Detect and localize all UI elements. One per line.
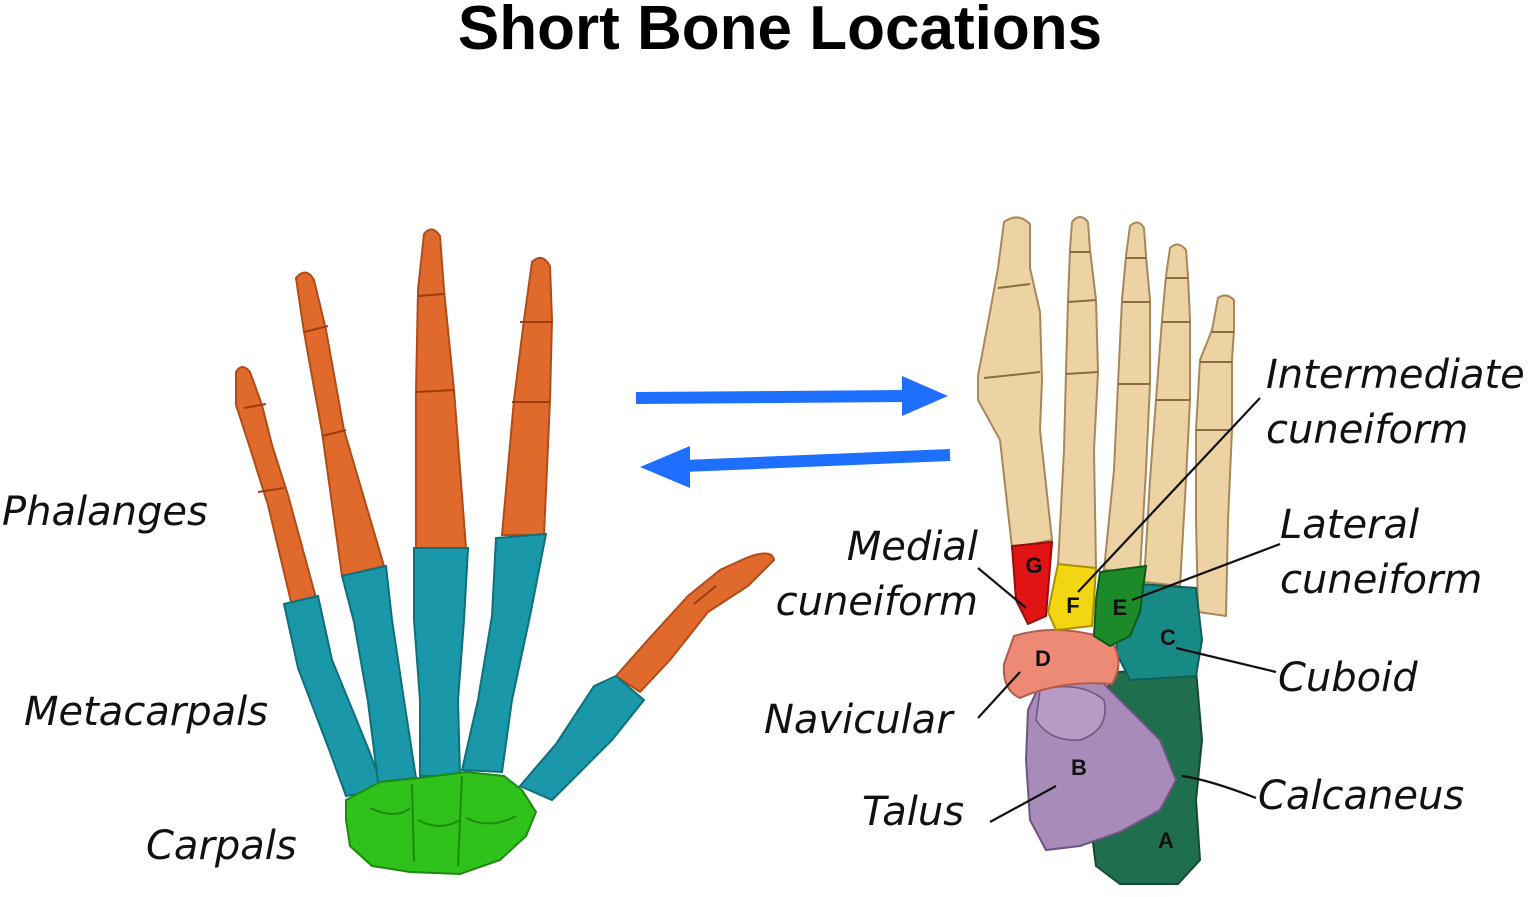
arrow-to-hand-shaft [683,449,951,472]
hand-metacarpals [282,532,646,802]
diagram-title: Short Bone Locations [457,0,1103,63]
metacarpal-3 [413,547,470,777]
leader-cuboid [1175,646,1277,674]
metacarpal-1 [518,674,646,802]
label-medial-cuneiform-line1: Medial [846,524,978,570]
leader-intermediate-cuneiform [1077,397,1261,593]
label-carpals: Carpals [146,823,297,869]
navicular-bone [1002,628,1120,700]
label-intermediate-cuneiform-line2: cuneiform [1266,407,1469,453]
label-cuboid: Cuboid [1278,655,1418,701]
talus-letter: B [1071,755,1087,780]
foot-toes-metatarsals [977,216,1235,618]
big-toe [977,216,1054,550]
label-lateral-cuneiform: Lateral cuneiform [1280,498,1482,608]
arrow-to-hand-head [640,446,690,488]
label-lateral-cuneiform-line2: cuneiform [1280,557,1483,603]
label-navicular: Navicular [764,697,953,743]
arrow-to-foot-head [902,376,948,416]
fourth-toe [1142,243,1191,588]
label-intermediate-cuneiform-line1: Intermediate [1266,352,1525,398]
arrow-to-foot-shaft [635,390,911,404]
thumb-phalanges [614,552,776,694]
leader-medial-cuneiform [977,567,1027,609]
label-talus: Talus [862,789,965,835]
leader-talus [989,785,1057,823]
carpal-bones [345,770,538,876]
metacarpal-2 [460,532,548,774]
middle-finger-phalanges [415,228,468,549]
label-phalanges: Phalanges [2,489,208,535]
double-arrow [635,376,951,488]
lateral-cuneiform-letter: E [1112,595,1128,620]
little-finger-phalanges [235,366,318,608]
leader-lateral-cuneiform [1131,542,1281,602]
medial-cuneiform-letter: G [1025,553,1043,578]
leader-lines [977,397,1281,823]
cuboid-letter: C [1160,625,1176,650]
label-intermediate-cuneiform: Intermediate cuneiform [1266,348,1525,458]
label-medial-cuneiform-line2: cuneiform [775,579,978,625]
navicular-letter: D [1035,646,1051,671]
label-medial-cuneiform: Medial cuneiform [756,520,978,630]
calcaneus-letter: A [1158,828,1174,853]
ring-finger-phalanges [294,271,386,578]
hand-phalanges [235,228,776,694]
hand-carpals [345,770,538,876]
leader-calcaneus [1181,774,1257,800]
third-toe [1102,221,1151,574]
leader-navicular [977,671,1021,719]
label-metacarpals: Metacarpals [24,689,269,735]
intermediate-cuneiform-letter: F [1066,593,1080,618]
lateral-cuneiform-bone [1092,564,1148,648]
fifth-toe [1195,294,1235,618]
hand-skeleton [235,228,776,876]
label-lateral-cuneiform-line1: Lateral [1280,502,1420,548]
index-finger-phalanges [500,256,554,536]
label-calcaneus: Calcaneus [1258,773,1465,819]
intermediate-cuneiform-bone [1046,562,1098,632]
second-toe [1056,216,1100,570]
foot-skeleton [977,216,1235,885]
